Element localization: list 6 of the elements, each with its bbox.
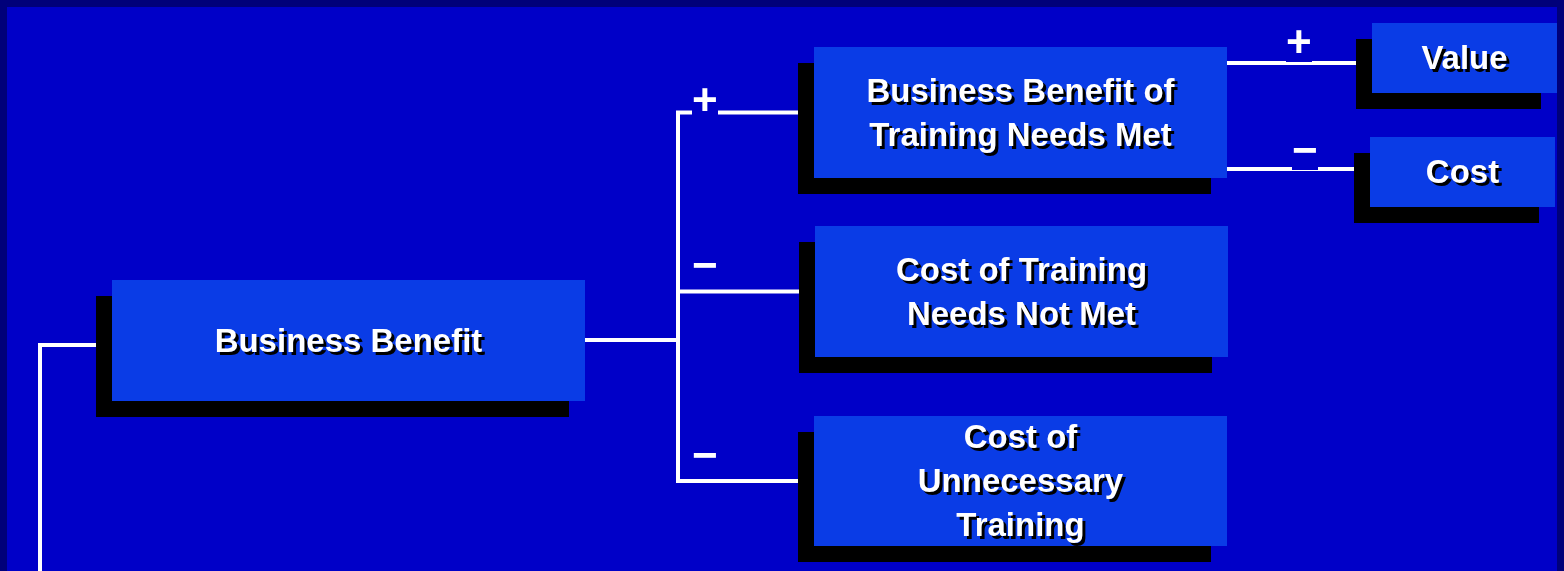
box-label: Business Benefit	[213, 320, 484, 361]
box-label: Value	[1420, 38, 1509, 78]
box-label: Cost of Training Needs Not Met	[894, 249, 1149, 334]
box-label: Cost	[1424, 152, 1501, 192]
box-label: Cost of Unnecessary Training	[916, 417, 1125, 545]
box-label: Business Benefit of Training Needs Met	[865, 70, 1176, 155]
